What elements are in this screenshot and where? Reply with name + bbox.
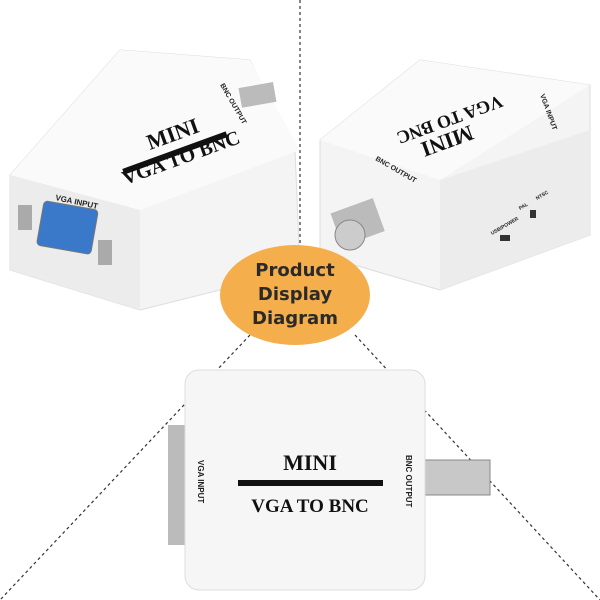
device-right: MINI VGA TO BNC VGA INPUT BNC OUTPUT USB… <box>319 59 591 291</box>
right-switch-label-2: PAL <box>518 202 529 212</box>
badge-line-1: Product <box>255 260 335 281</box>
badge-line-3: Diagram <box>252 308 338 329</box>
product-display-badge: Product Display Diagram <box>220 245 370 345</box>
device-bottom: MINI VGA TO BNC VGA INPUT BNC OUTPUT <box>168 369 491 591</box>
bottom-title: MINI <box>283 450 337 475</box>
bottom-port-label-2: BNC OUTPUT <box>404 455 413 508</box>
badge-line-2: Display <box>257 284 333 305</box>
device-left: MINI VGA TO BNC VGA INPUT BNC OUTPUT <box>9 49 301 311</box>
bottom-subtitle: VGA TO BNC <box>251 496 369 517</box>
bottom-port-label-1: VGA INPUT <box>196 460 205 503</box>
